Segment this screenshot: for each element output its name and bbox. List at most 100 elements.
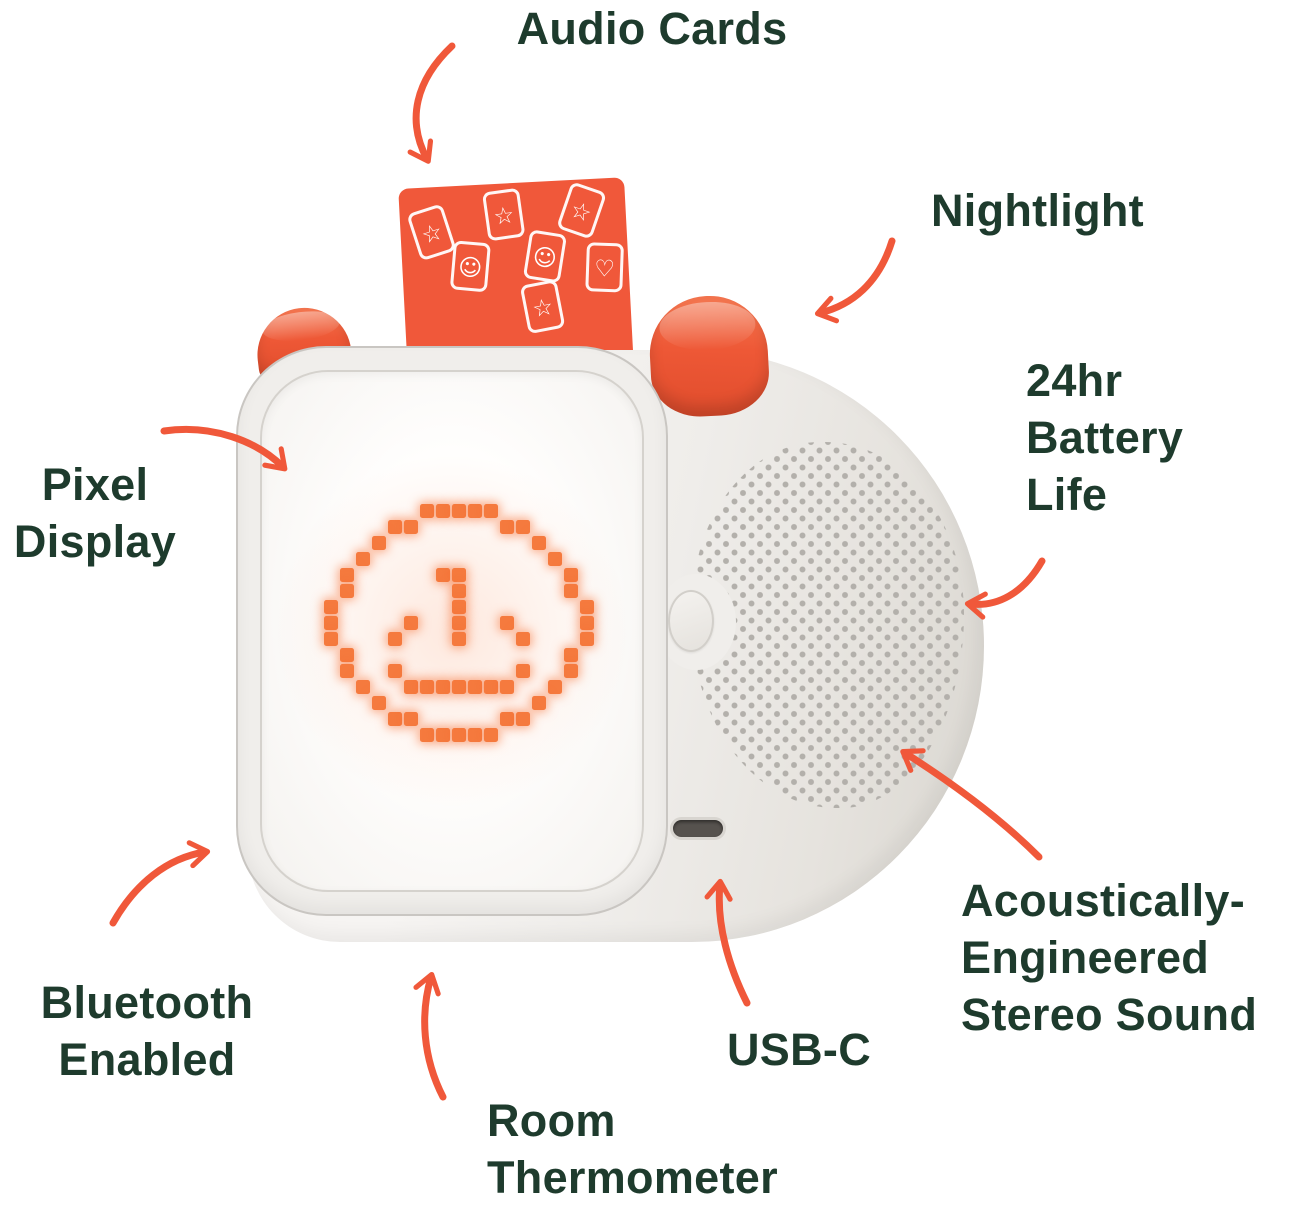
- pixel-display-line1: Pixel: [41, 459, 149, 510]
- pixel-off: [516, 536, 530, 550]
- pixel-off: [548, 632, 562, 646]
- pixel-off: [564, 552, 578, 566]
- pixel-on: [580, 632, 594, 646]
- pixel-off: [372, 568, 386, 582]
- device-front-face: [238, 348, 666, 914]
- card-doodle-smiley-icon: ☺: [523, 230, 566, 283]
- pixel-on: [580, 600, 594, 614]
- pixel-off: [500, 632, 514, 646]
- pixel-off: [516, 680, 530, 694]
- pixel-off: [436, 520, 450, 534]
- pixel-off: [564, 728, 578, 742]
- pixel-off: [452, 664, 466, 678]
- pixel-off: [532, 568, 546, 582]
- pixel-off: [484, 536, 498, 550]
- pixel-off: [436, 536, 450, 550]
- pixel-on: [340, 568, 354, 582]
- pixel-on: [452, 584, 466, 598]
- pixel-off: [388, 680, 402, 694]
- pixel-on: [516, 520, 530, 534]
- pixel-off: [468, 712, 482, 726]
- pixel-off: [340, 600, 354, 614]
- card-doodle-heart-glyph: ♡: [594, 256, 616, 283]
- pixel-off: [468, 552, 482, 566]
- pixel-off: [484, 696, 498, 710]
- bluetooth-line1: Bluetooth: [40, 977, 254, 1028]
- pixel-on: [484, 680, 498, 694]
- pixel-off: [580, 664, 594, 678]
- pixel-off: [564, 712, 578, 726]
- pixel-off: [548, 584, 562, 598]
- stereo-sound-line1: Acoustically-: [961, 875, 1245, 926]
- pixel-off: [580, 680, 594, 694]
- pixel-off: [388, 648, 402, 662]
- pixel-off: [500, 536, 514, 550]
- pixel-on: [516, 712, 530, 726]
- pixel-off: [372, 616, 386, 630]
- pixel-off: [340, 520, 354, 534]
- pixel-off: [404, 600, 418, 614]
- pixel-off: [324, 728, 338, 742]
- pixel-on: [452, 680, 466, 694]
- pixel-off: [580, 696, 594, 710]
- pixel-on: [500, 712, 514, 726]
- card-doodle-heart-icon: ♡: [585, 242, 624, 293]
- pixel-off: [468, 696, 482, 710]
- pixel-off: [340, 680, 354, 694]
- pixel-off: [564, 520, 578, 534]
- pixel-on: [564, 568, 578, 582]
- pixel-on: [388, 520, 402, 534]
- pixel-on: [452, 632, 466, 646]
- pixel-on: [420, 680, 434, 694]
- pixel-off: [420, 712, 434, 726]
- display-glow: [262, 372, 642, 890]
- pixel-on: [324, 600, 338, 614]
- pixel-off: [548, 568, 562, 582]
- card-doodle-star-glyph: ☆: [530, 294, 555, 323]
- pixel-off: [420, 584, 434, 598]
- pixel-on: [452, 728, 466, 742]
- pixel-off: [404, 648, 418, 662]
- pixel-off: [468, 616, 482, 630]
- pixel-off: [564, 504, 578, 518]
- pixel-off: [548, 536, 562, 550]
- pixel-off: [420, 696, 434, 710]
- pixel-off: [388, 568, 402, 582]
- pixel-on: [468, 728, 482, 742]
- pixel-display: [260, 370, 644, 892]
- pixel-off: [388, 504, 402, 518]
- pixel-off: [468, 568, 482, 582]
- pixel-on: [468, 504, 482, 518]
- pixel-off: [580, 552, 594, 566]
- pixel-off: [372, 648, 386, 662]
- pixel-on: [388, 712, 402, 726]
- pixel-off: [452, 696, 466, 710]
- pixel-on: [580, 616, 594, 630]
- pixel-off: [436, 616, 450, 630]
- pixel-off: [324, 696, 338, 710]
- pixel-off: [516, 504, 530, 518]
- pixel-off: [468, 664, 482, 678]
- pixel-off: [420, 600, 434, 614]
- pixel-off: [436, 696, 450, 710]
- side-button[interactable]: [668, 590, 714, 652]
- pixel-off: [548, 600, 562, 614]
- pixel-display-grid: [324, 504, 594, 742]
- pixel-off: [548, 728, 562, 742]
- pixel-off: [340, 616, 354, 630]
- pixel-off: [356, 616, 370, 630]
- pixel-on: [532, 696, 546, 710]
- battery-life-line1: 24hr: [1026, 355, 1123, 406]
- pixel-on: [356, 552, 370, 566]
- pixel-off: [436, 552, 450, 566]
- pixel-off: [564, 632, 578, 646]
- pixel-off: [548, 648, 562, 662]
- pixel-on: [372, 536, 386, 550]
- stereo-sound-line3: Stereo Sound: [961, 989, 1258, 1041]
- pixel-off: [356, 568, 370, 582]
- pixel-on: [388, 664, 402, 678]
- pixel-off: [404, 664, 418, 678]
- pixel-off: [468, 648, 482, 662]
